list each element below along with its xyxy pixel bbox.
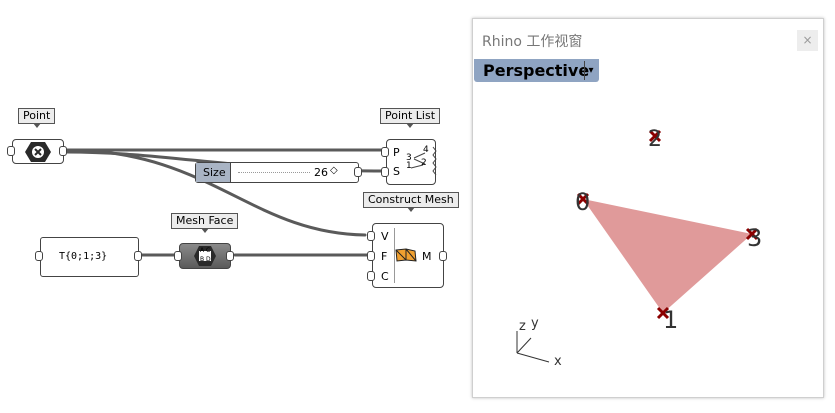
mesh-face-input-port[interactable] xyxy=(174,251,182,261)
point-x-icon xyxy=(25,142,51,162)
mesh-face-output-port[interactable] xyxy=(226,251,234,261)
size-slider-label-box: Size xyxy=(196,163,231,182)
mesh-face-icon-letter-b: B xyxy=(200,256,205,263)
panel-output-port[interactable] xyxy=(134,251,142,261)
point-list-preview-4: 4 xyxy=(423,145,429,155)
point-list-tag: Point List xyxy=(380,108,441,128)
chevron-down-icon[interactable]: ▾ xyxy=(584,61,597,80)
panel-text: T{0;1;3} xyxy=(59,251,108,262)
size-slider-grip-icon[interactable]: ◇ xyxy=(330,165,338,176)
size-output-port[interactable] xyxy=(354,167,362,177)
point-label-2: 2 xyxy=(648,127,662,152)
point-list-component[interactable]: P S 4 3 1 2 xyxy=(386,139,437,185)
construct-mesh-input-f: F xyxy=(381,250,388,263)
construct-mesh-component[interactable]: V F C M xyxy=(372,223,444,288)
point-list-preview-1: 1 xyxy=(406,161,412,171)
panel-input-port[interactable] xyxy=(35,251,43,261)
point-tag-label: Point xyxy=(23,109,51,122)
point-marker-2: 2 xyxy=(648,127,662,152)
mesh-face-component[interactable]: A C B D xyxy=(179,243,231,269)
point-marker-0: 0 xyxy=(575,188,590,216)
point-list-tag-label: Point List xyxy=(385,109,436,122)
close-icon[interactable]: × xyxy=(797,30,818,51)
text-panel[interactable]: T{0;1;3} xyxy=(40,237,139,277)
axis-gizmo xyxy=(516,331,550,363)
point-output-port[interactable] xyxy=(59,146,67,156)
construct-mesh-port-m[interactable] xyxy=(439,251,447,261)
rhino-viewport[interactable]: Rhino 工作视窗 × Perspective ▾ 0 1 2 3 xyxy=(472,18,824,398)
point-marker-1: 1 xyxy=(656,306,678,334)
construct-mesh-port-f[interactable] xyxy=(367,251,375,261)
size-slider[interactable]: Size 26 ◇ xyxy=(195,162,359,183)
mesh-face-tag: Mesh Face xyxy=(171,213,239,233)
construct-mesh-port-c[interactable] xyxy=(367,271,375,281)
point-marker-3: 3 xyxy=(745,224,762,252)
point-list-preview-3: 3 xyxy=(406,153,412,163)
point-list-input-p: P xyxy=(393,146,400,159)
point-component[interactable] xyxy=(12,139,64,164)
construct-mesh-input-c: C xyxy=(381,270,389,283)
mesh-face-icon xyxy=(194,246,216,266)
point-list-input-s: S xyxy=(393,165,400,178)
point-label-3: 3 xyxy=(747,224,762,252)
construct-mesh-tag: Construct Mesh xyxy=(363,192,459,212)
construct-mesh-output-m: M xyxy=(422,250,432,263)
size-slider-value: 26 xyxy=(314,166,328,179)
point-label-0: 0 xyxy=(575,188,590,216)
point-tag: Point xyxy=(18,108,56,128)
point-list-port-p[interactable] xyxy=(381,147,389,157)
mesh-surface xyxy=(583,199,752,313)
mesh-icon xyxy=(395,248,417,262)
viewport-title: Rhino 工作视窗 xyxy=(482,34,583,50)
point-list-preview-2: 2 xyxy=(421,158,427,168)
size-slider-label: Size xyxy=(203,166,226,179)
mesh-face-tag-label: Mesh Face xyxy=(176,214,234,227)
point-input-port[interactable] xyxy=(7,146,15,156)
viewport-tab-perspective[interactable]: Perspective ▾ xyxy=(474,59,599,82)
mesh-face-icon-letter-c: C xyxy=(206,247,211,254)
construct-mesh-tag-label: Construct Mesh xyxy=(368,193,454,206)
construct-mesh-input-v: V xyxy=(381,230,389,243)
point-markers: 0 1 2 3 xyxy=(575,127,762,334)
axis-label-z: z xyxy=(519,319,526,334)
size-slider-track[interactable] xyxy=(238,172,310,173)
construct-mesh-port-v[interactable] xyxy=(367,231,375,241)
axis-label-y: y xyxy=(531,316,539,331)
mesh-face-icon-letter-a: A xyxy=(200,247,205,254)
point-label-1: 1 xyxy=(663,306,678,334)
mesh-face-icon-letter-d: D xyxy=(206,256,211,263)
point-list-icon xyxy=(410,146,437,176)
axis-label-x: x xyxy=(554,354,562,369)
point-list-port-s[interactable] xyxy=(381,167,389,177)
viewport-tab-label: Perspective xyxy=(483,61,590,80)
viewport-scene: 0 1 2 3 z y x xyxy=(516,127,762,369)
